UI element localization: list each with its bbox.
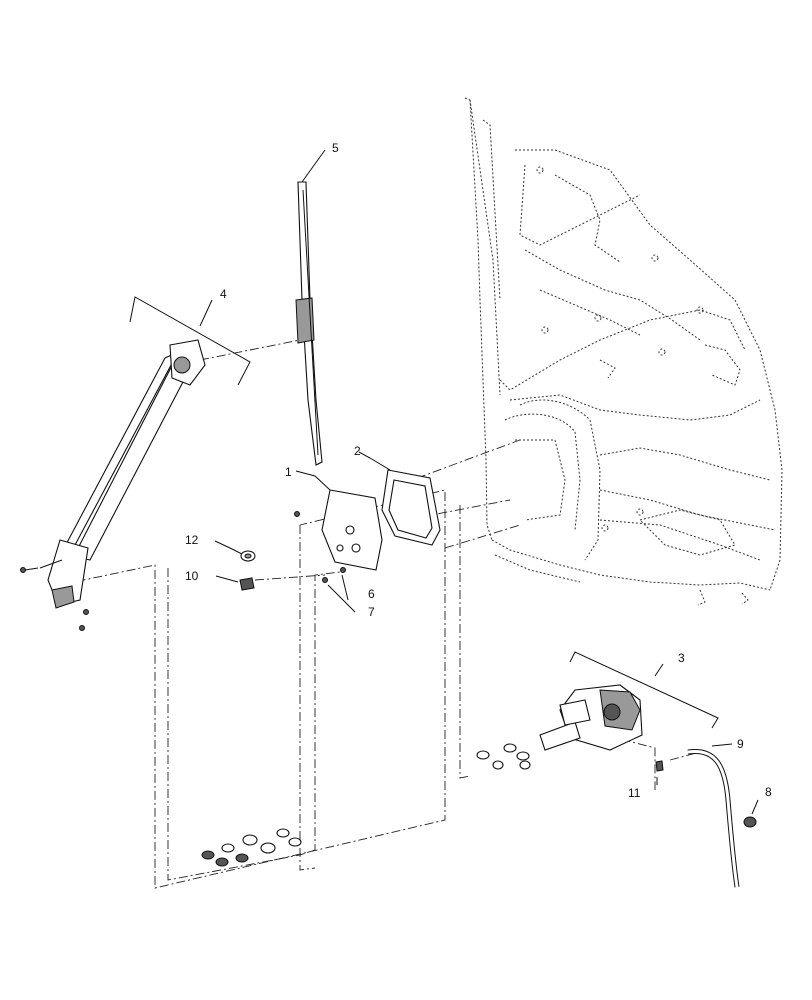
washer-hose xyxy=(687,748,740,888)
callout-4: 4 xyxy=(220,287,227,301)
callout-9: 9 xyxy=(737,737,744,751)
callout-3: 3 xyxy=(678,651,685,665)
callout-11: 11 xyxy=(628,786,641,800)
wiper-blade xyxy=(295,181,323,466)
callout-7: 7 xyxy=(368,605,375,619)
cab-structure xyxy=(464,97,783,606)
nut-10-and-washer-12 xyxy=(239,550,256,591)
mounting-plate xyxy=(294,489,383,571)
callout-5: 5 xyxy=(332,141,339,155)
fitting-11 xyxy=(655,760,664,772)
wiper-arm xyxy=(20,339,206,631)
callout-labels: 1 2 3 4 5 6 7 8 9 10 11 12 xyxy=(185,141,772,800)
callout-1: 1 xyxy=(285,465,292,479)
cap xyxy=(743,816,757,828)
callout-6: 6 xyxy=(368,587,375,601)
gasket xyxy=(381,469,441,546)
washer-stack-right xyxy=(476,743,531,770)
callout-2: 2 xyxy=(354,444,361,458)
brackets xyxy=(129,296,719,729)
washer-stack-bottom xyxy=(201,828,302,867)
callout-8: 8 xyxy=(765,785,772,799)
callout-12: 12 xyxy=(185,533,199,547)
leader-lines xyxy=(199,149,759,815)
wiper-motor xyxy=(539,684,643,751)
screws-6-7 xyxy=(322,567,346,583)
callout-10: 10 xyxy=(185,569,199,583)
